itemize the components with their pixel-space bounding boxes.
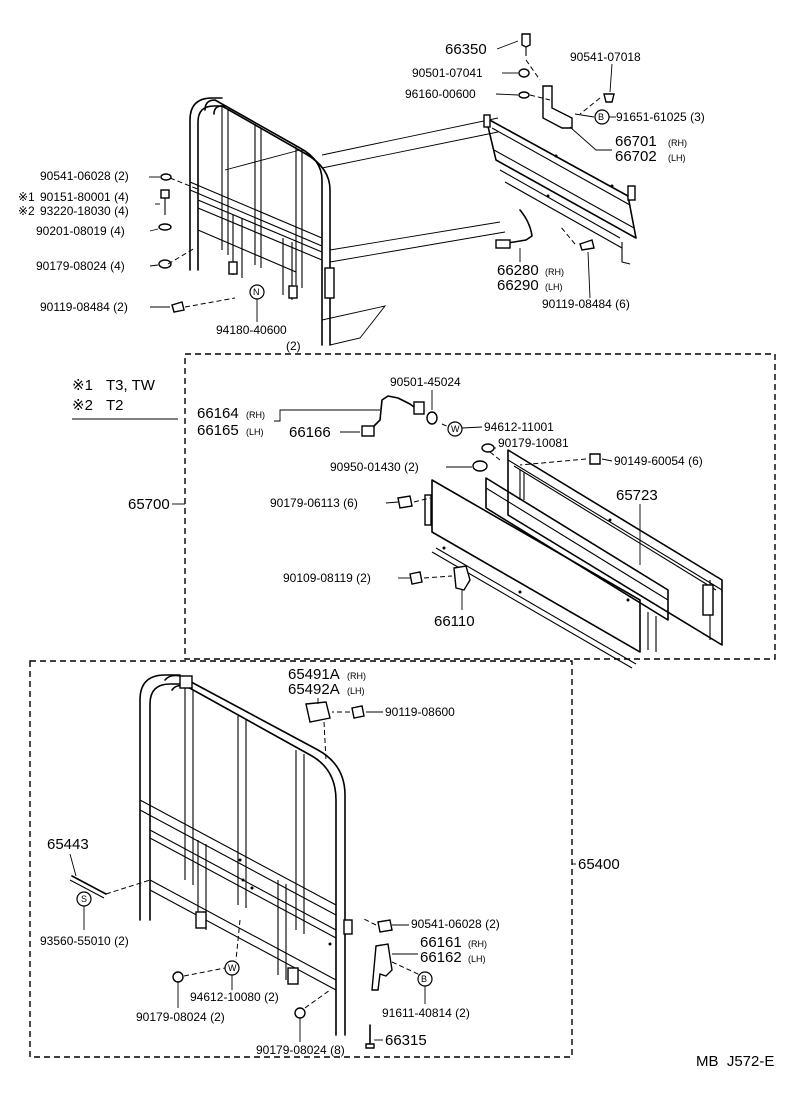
label-66280: 66280	[497, 262, 539, 279]
label-66162: 66162	[420, 949, 462, 966]
headboard-drawing	[69, 674, 421, 1049]
headboard-group-box	[29, 660, 573, 1058]
label-90179-06113: 90179-06113 (6)	[270, 496, 358, 510]
label-65491A-suffix: (RH)	[347, 671, 366, 681]
label-90151-80001: 90151-80001 (4)	[40, 190, 129, 204]
label-65491A: 65491A	[288, 666, 340, 683]
label-96160-00600: 96160-00600	[405, 87, 476, 101]
label-94180-qty: (2)	[286, 339, 301, 353]
label-90179-08024-2: 90179-08024 (2)	[136, 1010, 225, 1024]
note-1-mark: ※1	[72, 377, 93, 394]
label-90501-07041: 90501-07041	[412, 66, 483, 80]
label-66161-suffix: (RH)	[468, 939, 487, 949]
label-90541-06028-top: 90541-06028 (2)	[40, 169, 129, 183]
label-66166: 66166	[289, 424, 331, 441]
label-66280-suffix: (RH)	[545, 267, 564, 277]
note-2-mark: ※2	[72, 397, 93, 414]
label-90501-45024: 90501-45024	[390, 375, 461, 389]
symbol-w-mid-letter: W	[451, 424, 460, 434]
label-66701: 66701	[615, 133, 657, 150]
label-90179-10081: 90179-10081	[498, 436, 569, 450]
label-65723: 65723	[616, 487, 658, 504]
label-91611-40814: 91611-40814 (2)	[382, 1006, 470, 1020]
label-90149-60054: 90149-60054 (6)	[614, 454, 703, 468]
label-66164-suffix: (RH)	[246, 410, 265, 420]
label-66162-suffix: (LH)	[468, 954, 486, 964]
label-90541-06028-bottom: 90541-06028 (2)	[411, 917, 500, 931]
label-91651-61025: 91651-61025 (3)	[616, 110, 705, 124]
note-2-mark-top: ※2	[18, 204, 35, 218]
label-90109-08119: 90109-08119 (2)	[283, 571, 371, 585]
symbol-s-letter: S	[81, 894, 87, 904]
label-90179-08024-top: 90179-08024 (4)	[36, 259, 125, 273]
label-66290: 66290	[497, 277, 539, 294]
label-66702-suffix: (LH)	[668, 153, 686, 163]
label-90179-08024-8: 90179-08024 (8)	[256, 1043, 345, 1057]
symbol-w-mid	[447, 421, 463, 437]
label-93560-55010: 93560-55010 (2)	[40, 934, 129, 948]
side-panel-group-box	[184, 353, 776, 660]
symbol-w-bottom-letter: W	[228, 963, 237, 973]
label-65492A-suffix: (LH)	[347, 686, 365, 696]
label-66165-suffix: (LH)	[246, 427, 264, 437]
note-2-text: T2	[106, 397, 124, 414]
label-66290-suffix: (LH)	[545, 282, 563, 292]
label-65492A: 65492A	[288, 681, 340, 698]
label-65443: 65443	[47, 836, 89, 853]
label-90950-01430: 90950-01430 (2)	[330, 460, 419, 474]
label-66702: 66702	[615, 148, 657, 165]
label-90119-08600: 90119-08600	[385, 705, 455, 719]
label-90201-08019: 90201-08019 (4)	[36, 224, 125, 238]
label-65700: 65700	[128, 496, 170, 513]
figure-id: MB J572-E	[696, 1053, 774, 1070]
note-1-text: T3, TW	[106, 377, 156, 394]
label-66350: 66350	[445, 41, 487, 58]
label-90541-07018: 90541-07018	[570, 50, 641, 64]
label-66315: 66315	[385, 1032, 427, 1049]
label-90119-08484-6: 90119-08484 (6)	[542, 297, 630, 311]
label-66161: 66161	[420, 934, 462, 951]
label-66701-suffix: (RH)	[668, 138, 687, 148]
label-94180-40600: 94180-40600	[216, 323, 287, 337]
side-panel-drawing	[361, 395, 723, 669]
label-94612-10080: 94612-10080 (2)	[190, 990, 279, 1004]
symbol-b-top-letter: B	[598, 112, 604, 122]
label-65400: 65400	[578, 856, 620, 873]
label-93220-18030: 93220-18030 (4)	[40, 204, 129, 218]
label-66110: 66110	[434, 613, 475, 630]
note-1-mark-top: ※1	[18, 190, 35, 204]
label-66164: 66164	[197, 405, 239, 422]
symbol-n-letter: N	[253, 287, 260, 297]
label-94612-11001: 94612-11001	[484, 420, 554, 434]
label-66165: 66165	[197, 422, 239, 439]
top-assembly-drawing	[158, 33, 637, 346]
label-90119-08484-2: 90119-08484 (2)	[40, 300, 128, 314]
symbol-b-bottom-letter: B	[421, 974, 427, 984]
